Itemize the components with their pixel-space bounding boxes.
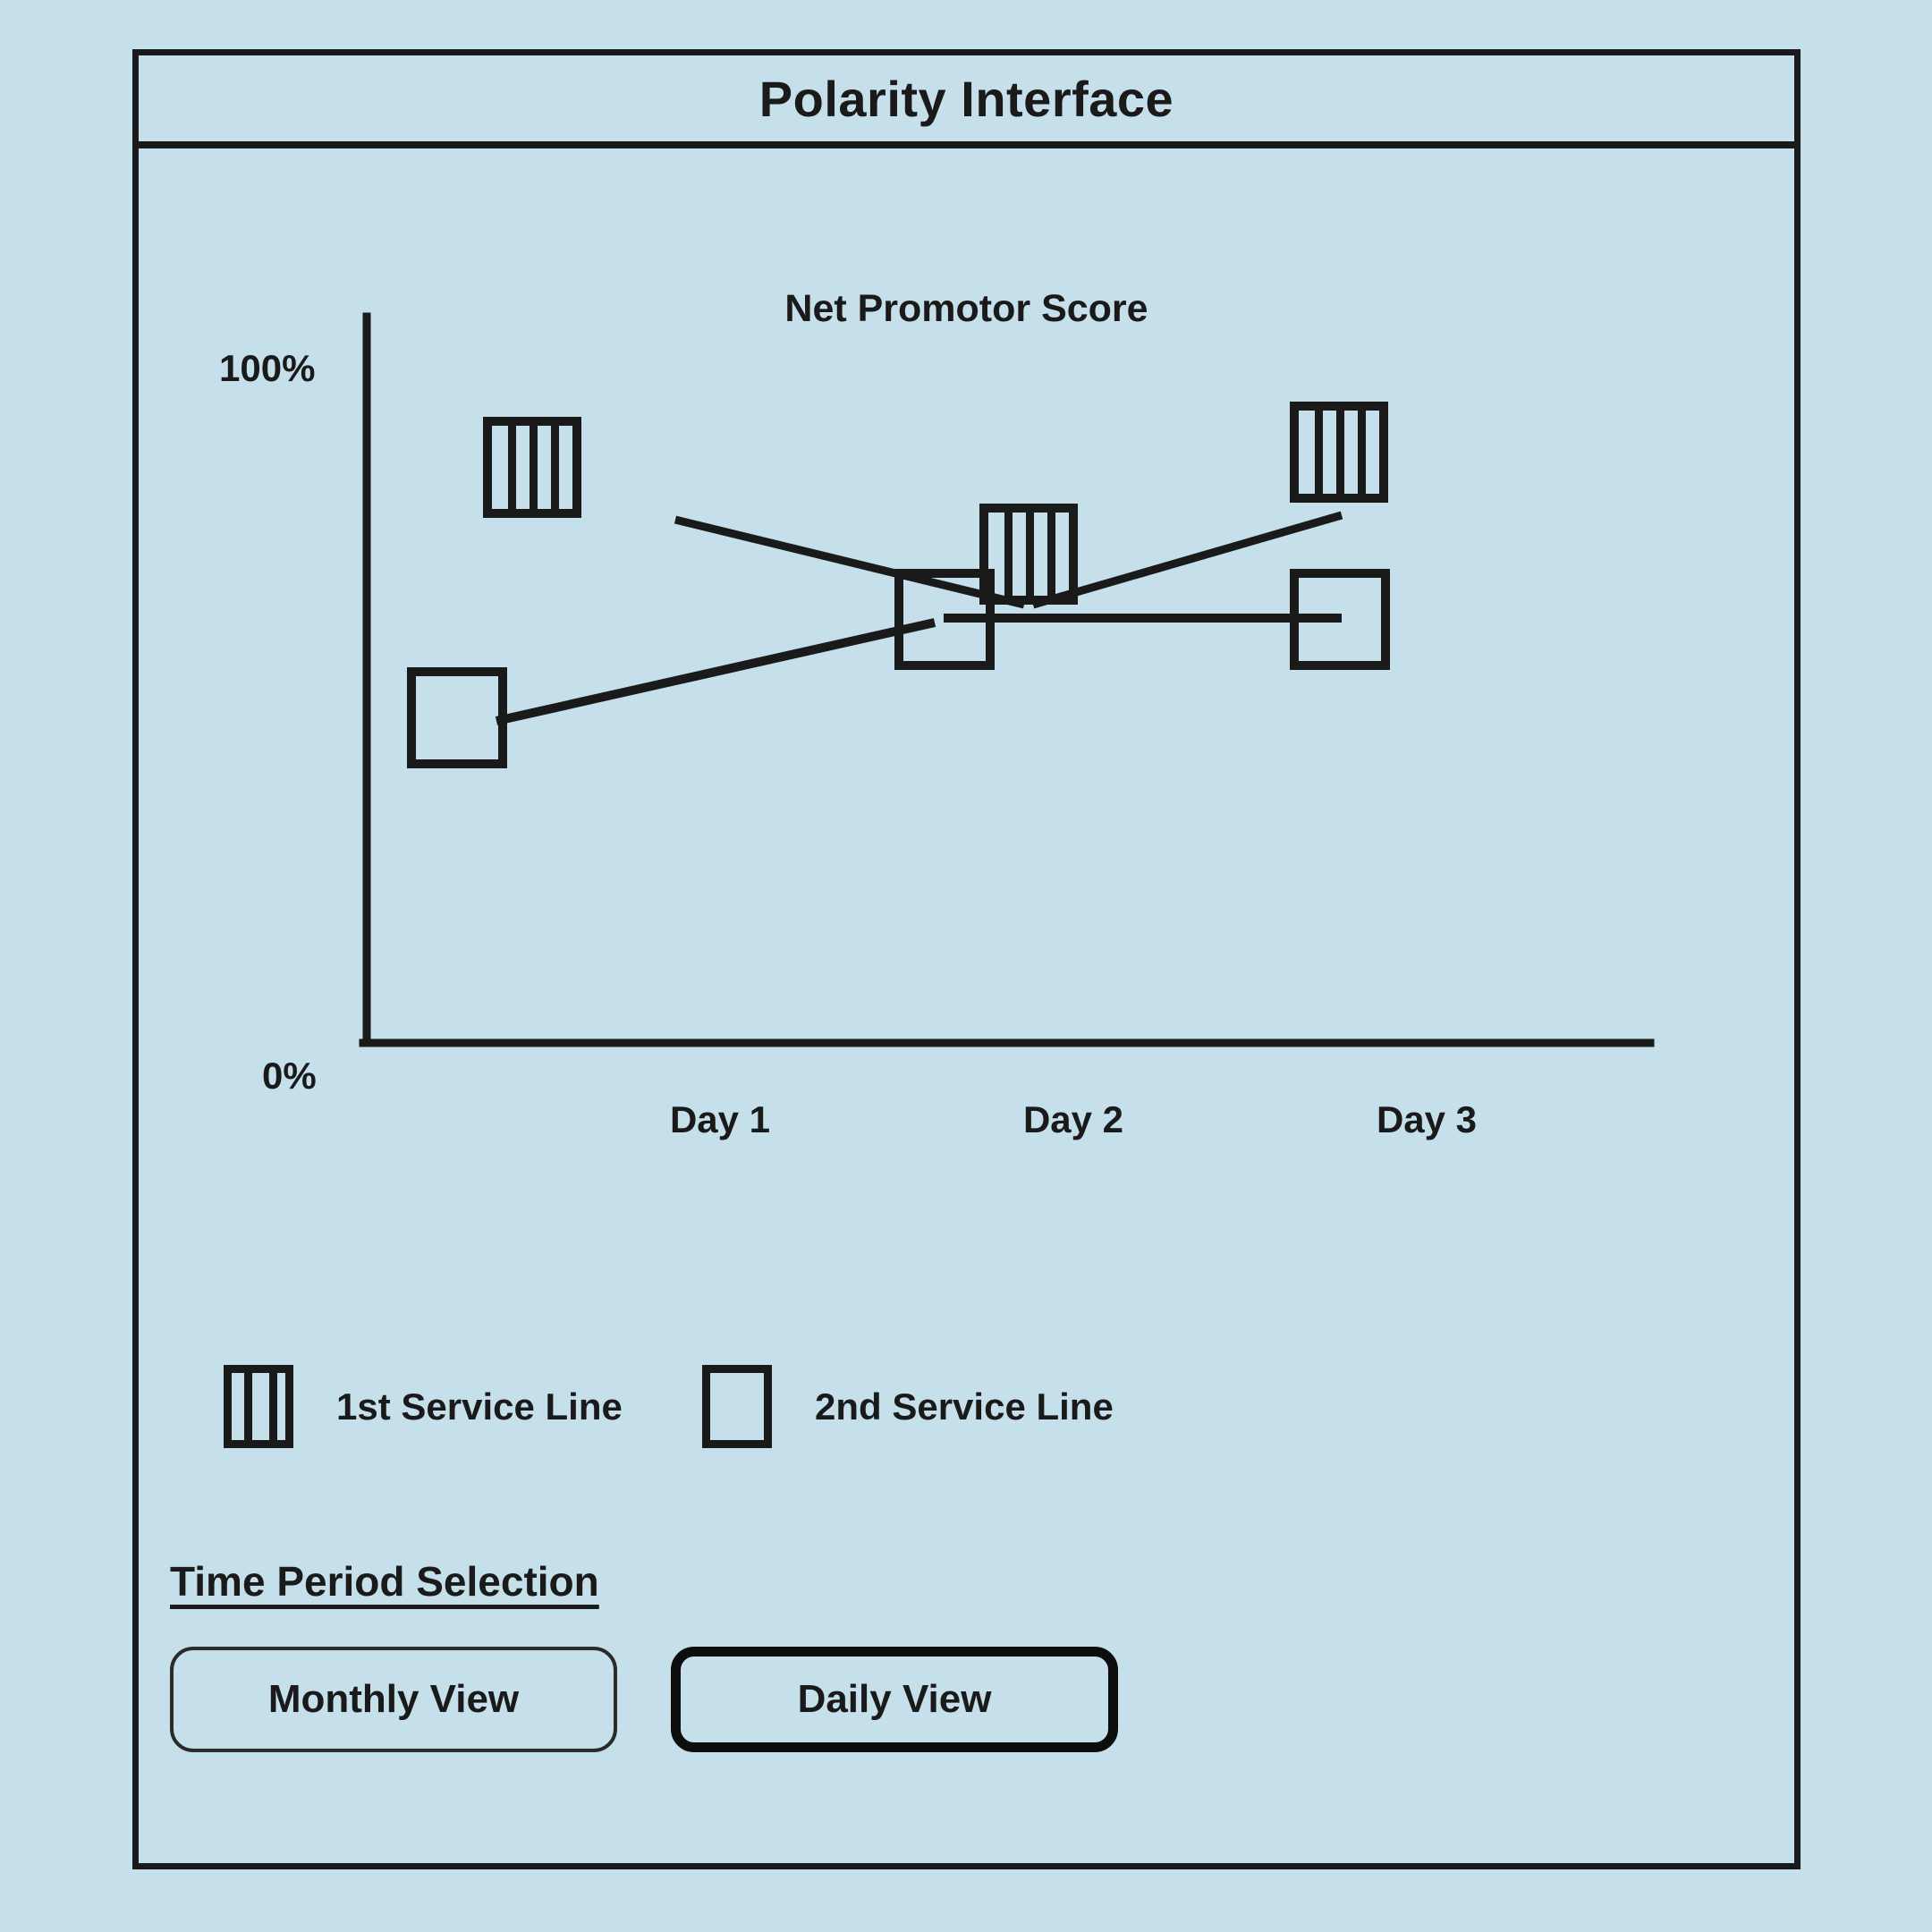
y-axis-max-label: 100% bbox=[219, 347, 316, 389]
daily-view-button[interactable]: Daily View bbox=[671, 1647, 1118, 1752]
chart-title: Net Promotor Score bbox=[784, 287, 1148, 330]
chart: 100% 0% Day 1 Day 2 Day 3 bbox=[139, 148, 1794, 1863]
window-titlebar: Polarity Interface bbox=[139, 55, 1794, 148]
x-axis-tick-day-1: Day 1 bbox=[669, 1098, 771, 1140]
window-body: Net Promotor Score bbox=[139, 148, 1794, 1863]
legend-item-1st-service-line: 1st Service Line bbox=[224, 1365, 623, 1448]
data-point-marker bbox=[1290, 569, 1390, 670]
open-square-icon bbox=[702, 1365, 772, 1448]
time-period-section-title: Time Period Selection bbox=[170, 1558, 599, 1605]
x-axis-tick-day-2: Day 2 bbox=[1022, 1098, 1124, 1140]
series-2-markers bbox=[407, 569, 1390, 768]
legend-label-2nd-service-line: 2nd Service Line bbox=[815, 1385, 1114, 1428]
legend-label-1st-service-line: 1st Service Line bbox=[336, 1385, 623, 1428]
chart-plot bbox=[359, 312, 1655, 1047]
data-point-marker bbox=[894, 569, 995, 670]
data-point-marker bbox=[1290, 402, 1388, 503]
y-axis-min-label: 0% bbox=[262, 1055, 317, 1097]
series-1-line bbox=[674, 511, 1343, 609]
chart-axes bbox=[359, 312, 1655, 1047]
series-1-markers bbox=[483, 402, 1388, 605]
legend-item-2nd-service-line: 2nd Service Line bbox=[702, 1365, 1114, 1448]
monthly-view-button[interactable]: Monthly View bbox=[170, 1647, 617, 1752]
time-period-section: Time Period Selection bbox=[170, 1557, 599, 1606]
series-2-line bbox=[495, 614, 1342, 725]
data-point-marker bbox=[483, 417, 581, 518]
app-window: Polarity Interface Net Promotor Score bbox=[132, 49, 1801, 1869]
window-title: Polarity Interface bbox=[758, 70, 1174, 127]
time-period-button-group: Monthly View Daily View bbox=[170, 1647, 1118, 1752]
data-point-marker bbox=[407, 667, 507, 768]
striped-square-icon bbox=[224, 1365, 293, 1448]
data-point-marker bbox=[979, 504, 1078, 605]
chart-legend: 1st Service Line 2nd Service Line bbox=[139, 1365, 1794, 1472]
x-axis-tick-day-3: Day 3 bbox=[1376, 1098, 1478, 1140]
